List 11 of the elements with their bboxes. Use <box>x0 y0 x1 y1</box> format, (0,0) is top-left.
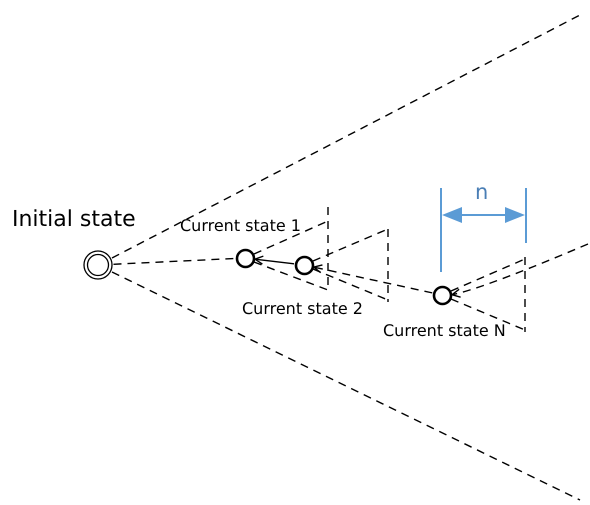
state-label: Initial state <box>12 207 136 232</box>
connector-line <box>113 258 236 265</box>
state-node <box>12 207 136 281</box>
state-label: Current state N <box>383 322 506 340</box>
state-node <box>180 217 301 268</box>
arrow <box>313 264 432 294</box>
state-label: Current state 2 <box>242 300 363 318</box>
state-label: Current state 1 <box>180 217 301 236</box>
arrow <box>254 255 294 265</box>
arrow <box>451 243 588 298</box>
dimension-label: n <box>475 180 488 204</box>
